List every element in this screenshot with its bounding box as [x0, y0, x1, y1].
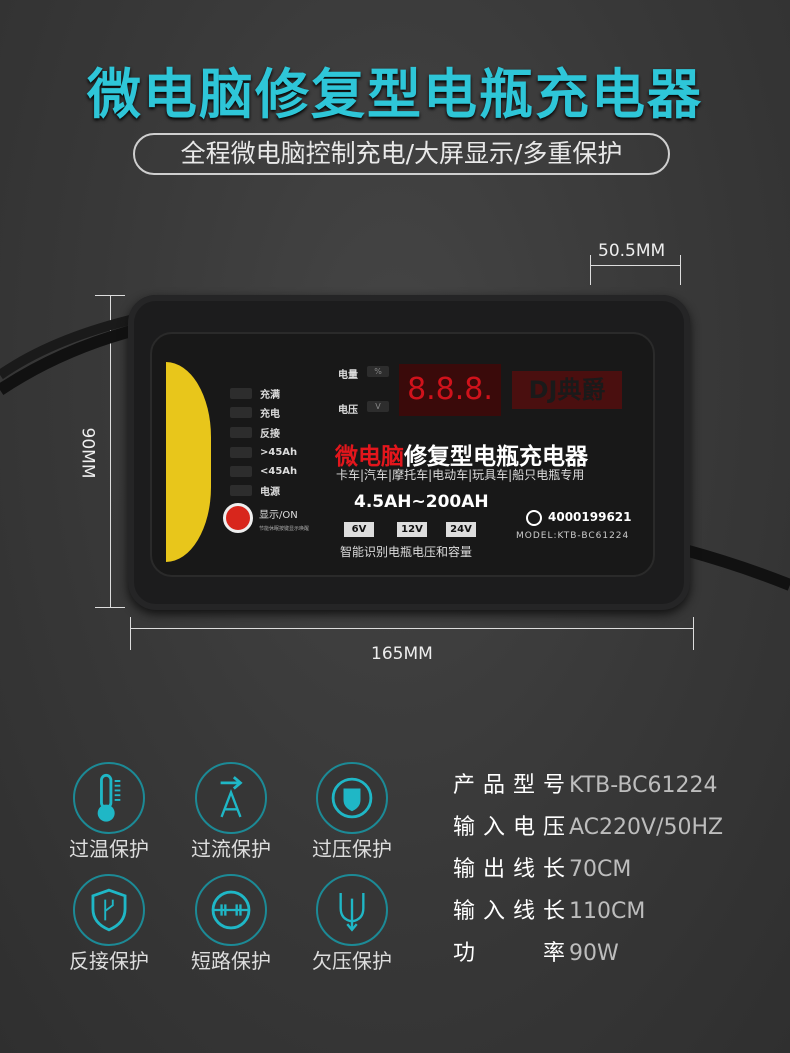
panel-title-red: 微电脑 [335, 444, 404, 470]
spec-key: 产品型号 [453, 773, 565, 798]
protection-label: 过压保护 [312, 837, 392, 861]
width-label: 165MM [371, 644, 433, 664]
indicator-label: 电源 [260, 487, 280, 498]
indicator-light [230, 447, 252, 458]
voltage-badge-24v: 24V [446, 522, 476, 537]
indicator-label: 充满 [260, 390, 280, 401]
spec-value: 70CM [569, 857, 632, 882]
thermometer-icon [73, 762, 145, 834]
spec-key: 输出线长 [453, 857, 565, 882]
voltage-unit: V [367, 401, 389, 412]
page-title: 微电脑修复型电瓶充电器 [87, 63, 703, 126]
undervoltage-arrow-icon [316, 874, 388, 946]
shield-branch-icon [73, 874, 145, 946]
spec-key: 输入线长 [453, 899, 565, 924]
spec-value: KTB-BC61224 [569, 773, 718, 798]
indicator-light [230, 407, 252, 418]
button-label: 显示/ON [259, 510, 298, 521]
height-dim-tick [95, 295, 125, 296]
current-arrow-icon [195, 762, 267, 834]
spec-value: 110CM [569, 899, 646, 924]
depth-dim-line [590, 265, 680, 266]
depth-label: 50.5MM [598, 241, 666, 261]
protection-label: 反接保护 [69, 949, 149, 973]
protection-label: 欠压保护 [312, 949, 392, 973]
width-dim-line [130, 628, 693, 629]
indicator-label: <45Ah [260, 466, 298, 477]
depth-dim-tick [680, 255, 681, 285]
indicator-light [230, 485, 252, 496]
height-dim-line [110, 295, 111, 607]
phone-number: 4000199621 [548, 510, 632, 524]
led-display: 8.8.8. [399, 364, 501, 416]
voltage-badge-6v: 6V [344, 522, 374, 537]
height-dim-tick [95, 607, 125, 608]
shield-badge-icon [316, 762, 388, 834]
spec-value: 90W [569, 941, 619, 966]
width-dim-tick [130, 617, 131, 650]
protection-label: 过流保护 [191, 837, 271, 861]
indicator-light [230, 427, 252, 438]
button-note: 节能休眠按键显示唤醒 [259, 526, 310, 532]
cables [0, 315, 790, 591]
voltage-badge-12v: 12V [397, 522, 427, 537]
indicator-list: 充满 充电 反接 >45Ah <45Ah 电源 [230, 384, 297, 500]
short-circuit-icon [195, 874, 267, 946]
panel-title: 微电脑修复型电瓶充电器 [335, 437, 588, 471]
spec-key: 功率 [453, 941, 565, 966]
indicator-label: 充电 [260, 409, 280, 420]
voltage-label: 电压 [338, 405, 358, 416]
subtitle-pill: 全程微电脑控制充电/大屏显示/多重保护 [133, 133, 670, 175]
spec-key: 输入电压 [453, 815, 565, 840]
indicator-label: 反接 [260, 429, 280, 440]
panel-usage: 卡车|汽车|摩托车|电动车|玩具车|船只电瓶专用 [336, 468, 585, 482]
brand-logo: DJ典爵 [512, 371, 622, 409]
indicator-light [230, 388, 252, 399]
spec-value: AC220V/50HZ [569, 815, 724, 840]
depth-dim-tick [590, 255, 591, 285]
smart-text: 智能识别电瓶电压和容量 [340, 545, 473, 559]
charge-label: 电量 [338, 370, 358, 381]
protection-label: 过温保护 [69, 837, 149, 861]
indicator-light [230, 466, 252, 477]
panel-model: MODEL:KTB-BC61224 [516, 531, 630, 541]
display-on-button[interactable] [223, 503, 253, 533]
phone-icon [526, 510, 542, 526]
panel-title-white: 修复型电瓶充电器 [404, 444, 588, 470]
protection-label: 短路保护 [191, 949, 271, 973]
charge-unit: % [367, 366, 389, 377]
capacity-range: 4.5AH~200AH [354, 492, 489, 512]
width-dim-tick [693, 617, 694, 650]
indicator-label: >45Ah [260, 447, 298, 458]
